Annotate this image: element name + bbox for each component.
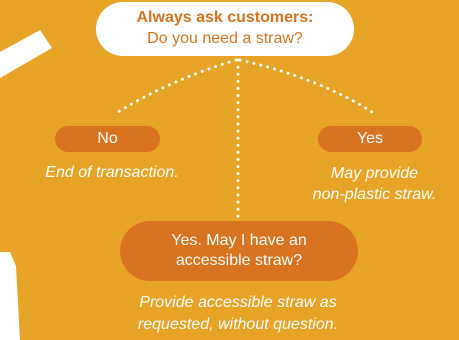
straw-illustration [0, 30, 52, 78]
connector-yes [238, 58, 377, 116]
answer-accessible-label-line2: accessible straw? [175, 252, 303, 269]
answer-yes-outcome-line1: May provide [330, 165, 419, 182]
answer-yes-outcome: May provide non-plastic straw. [290, 163, 459, 205]
answer-no-outcome-text: End of transaction. [45, 164, 179, 181]
answer-accessible-outcome-line1: Provide accessible straw as [139, 294, 337, 311]
answer-accessible-outcome: Provide accessible straw as requested, w… [70, 292, 406, 336]
answer-accessible-label-line1: Yes. May I have an [171, 232, 307, 249]
answer-yes-label: Yes [356, 130, 384, 147]
answer-no-outcome: End of transaction. [6, 163, 218, 183]
connector-no [116, 58, 238, 114]
question-bubble: Always ask customers: Do you need a stra… [96, 2, 354, 56]
question-text: Do you need a straw? [147, 30, 303, 47]
answer-no-label: No [97, 130, 118, 147]
answer-no-pill: No [55, 126, 160, 152]
answer-yes-pill: Yes [318, 126, 422, 152]
answer-accessible-pill: Yes. May I have an accessible straw? [120, 221, 358, 281]
question-title: Always ask customers: [136, 9, 314, 26]
answer-accessible-outcome-line2: requested, without question. [137, 316, 339, 333]
cup-illustration [0, 252, 20, 340]
answer-yes-outcome-line2: non-plastic straw. [312, 186, 437, 203]
